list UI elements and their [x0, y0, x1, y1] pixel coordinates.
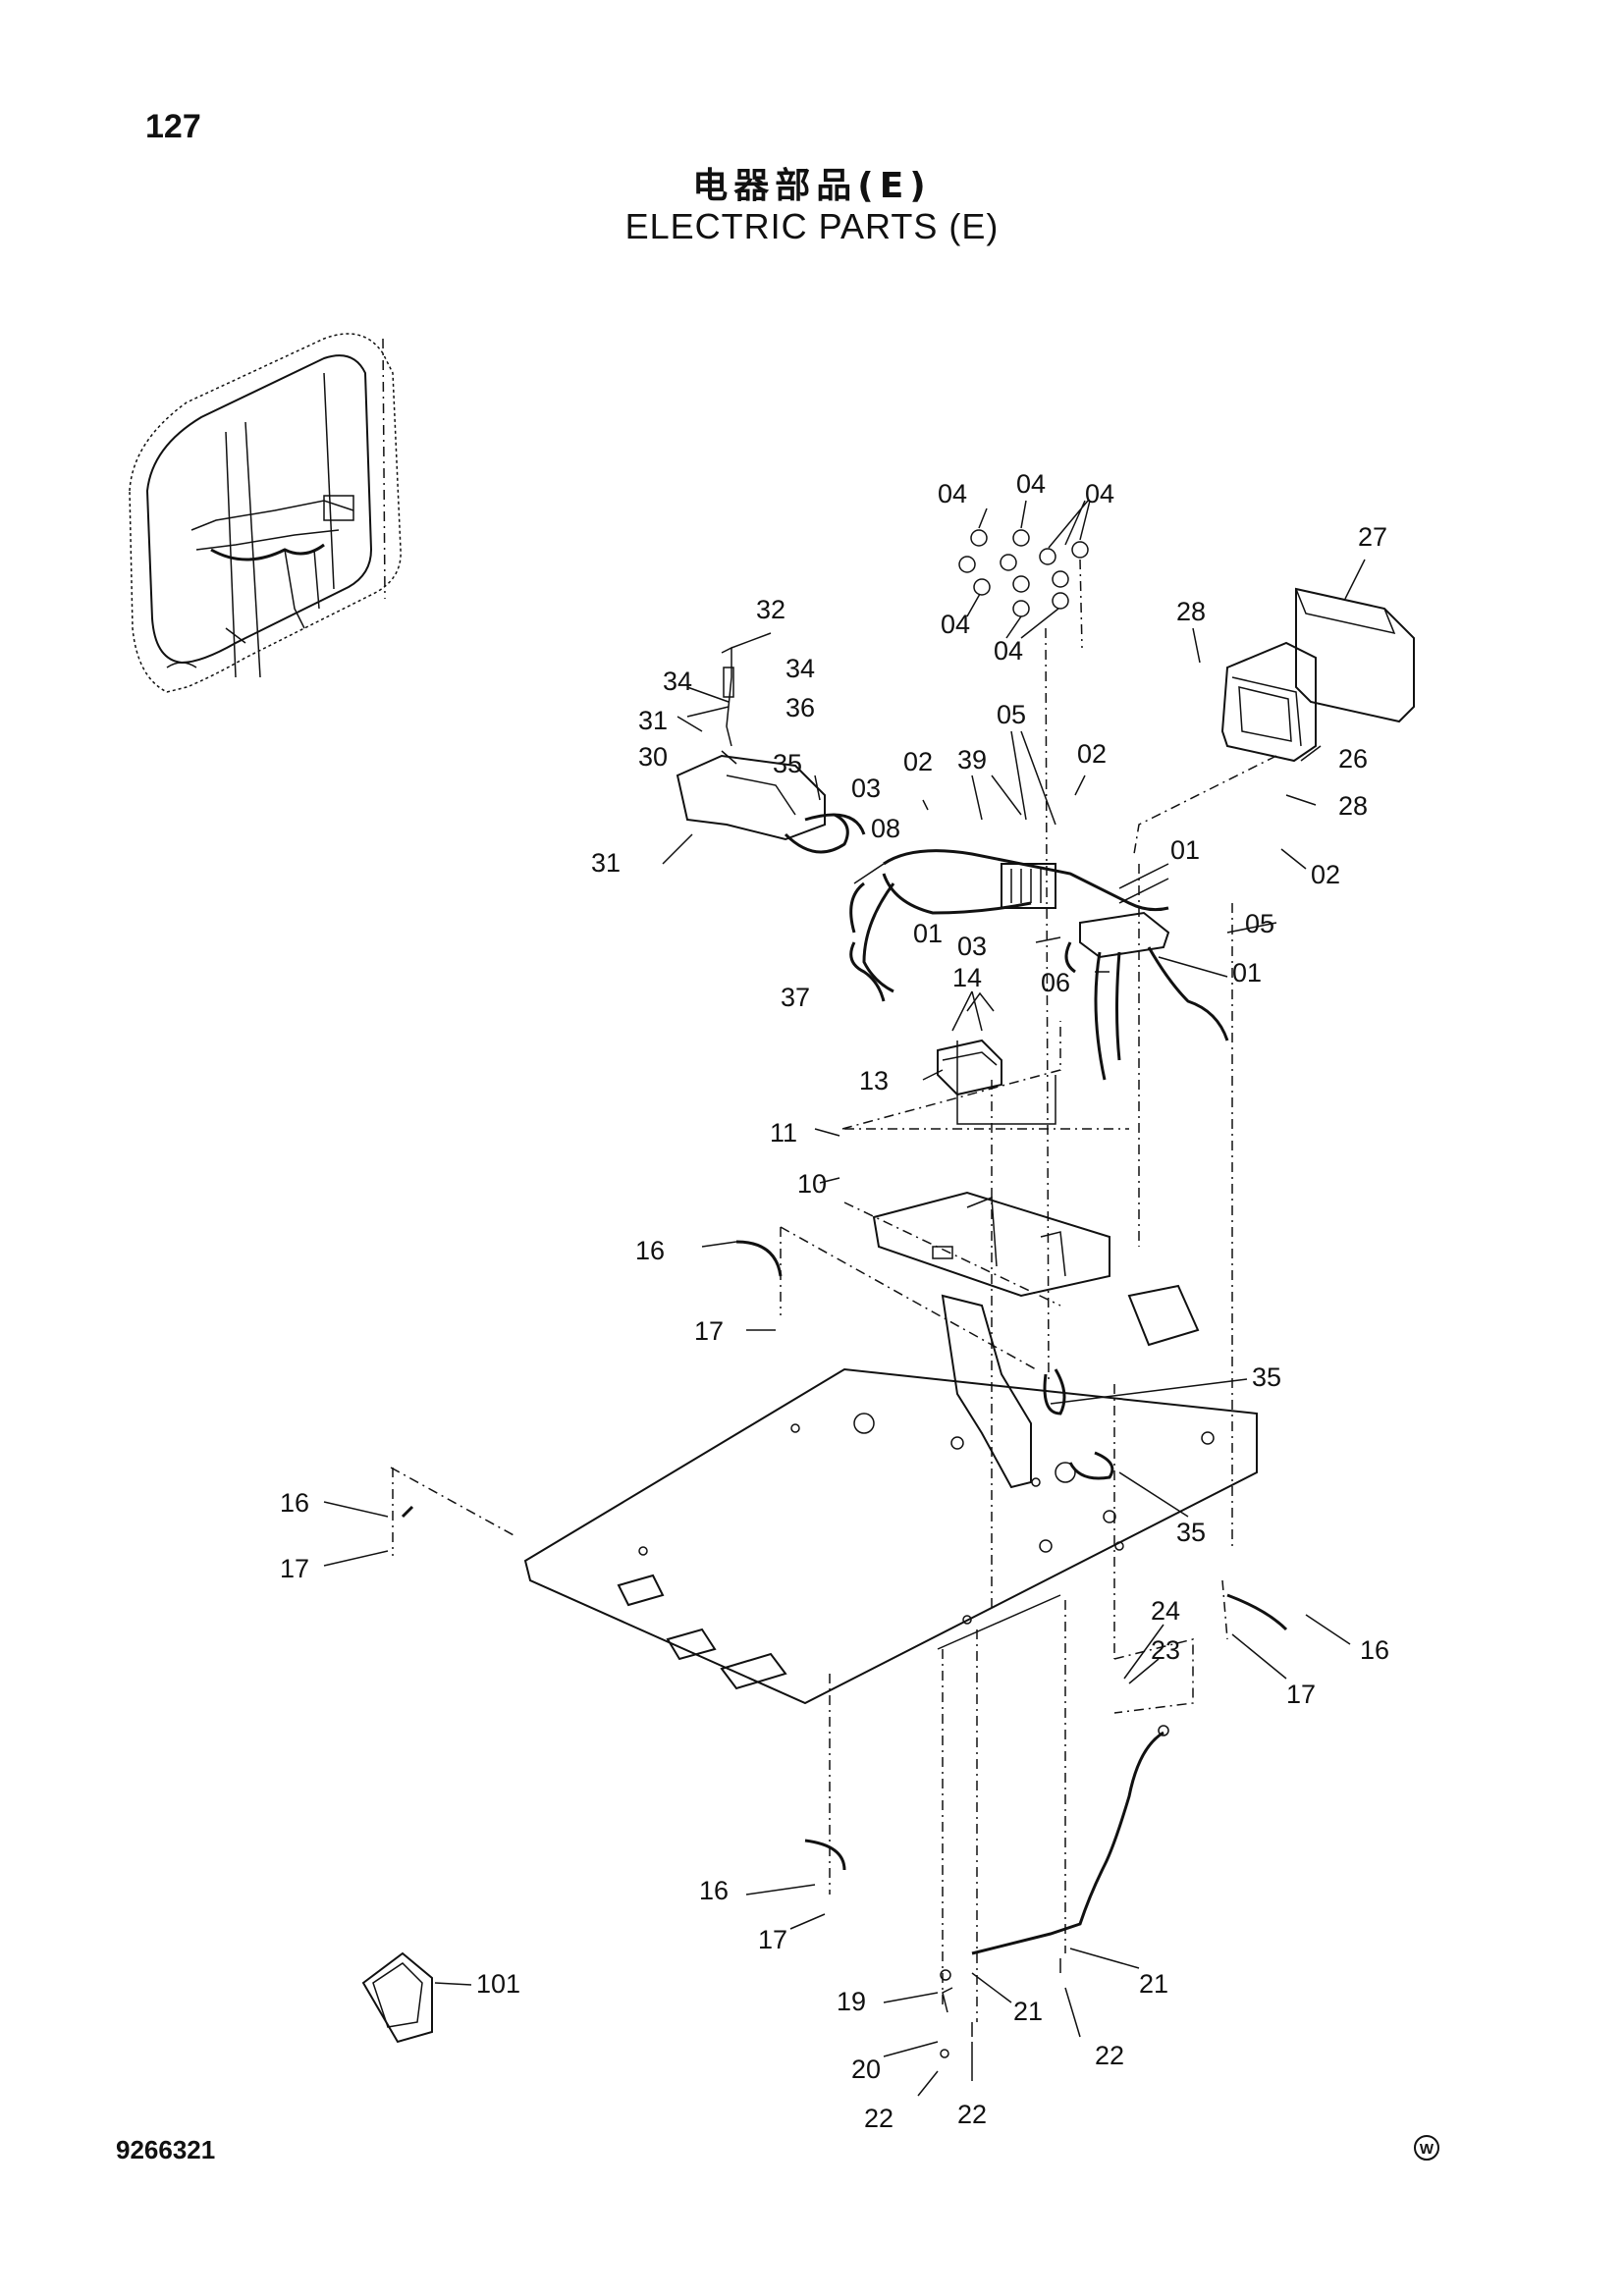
callout-16: 16 — [1360, 1635, 1389, 1665]
callout-16: 16 — [280, 1488, 309, 1518]
callout-21: 21 — [1139, 1969, 1168, 1999]
control-pad — [937, 991, 1056, 1125]
callout-17: 17 — [758, 1925, 787, 1954]
callout-04: 04 — [1016, 469, 1046, 499]
callout-19: 19 — [837, 1987, 866, 2016]
callout-22: 22 — [1095, 2041, 1124, 2070]
callout-10: 10 — [797, 1169, 827, 1199]
watermark-logo: W — [1412, 2133, 1441, 2163]
callout-17: 17 — [694, 1316, 724, 1346]
callout-31: 31 — [638, 706, 668, 735]
callout-22: 22 — [864, 2104, 893, 2133]
callout-02: 02 — [1077, 739, 1107, 769]
callout-28: 28 — [1338, 791, 1368, 821]
callout-36: 36 — [785, 693, 815, 722]
wiring-harness-assembly — [676, 529, 1415, 1551]
callout-27: 27 — [1358, 522, 1387, 552]
callout-13: 13 — [859, 1066, 889, 1095]
callout-05: 05 — [1245, 909, 1274, 938]
callout-34: 34 — [785, 654, 815, 683]
callout-01: 01 — [913, 919, 943, 948]
callout-32: 32 — [756, 595, 785, 624]
callout-35: 35 — [773, 749, 802, 778]
callout-28: 28 — [1176, 597, 1206, 626]
callout-34: 34 — [663, 667, 692, 696]
callout-26: 26 — [1338, 744, 1368, 774]
page-title-chinese: 电器部品(E) — [692, 166, 932, 206]
assembly-guide-lines — [390, 1021, 1288, 2022]
callout-24: 24 — [1151, 1596, 1180, 1626]
callout-01: 01 — [1232, 958, 1262, 988]
callout-22: 22 — [957, 2100, 987, 2129]
page-title-english: ELECTRIC PARTS (E) — [624, 206, 1000, 246]
svg-text:W: W — [1420, 2141, 1435, 2158]
callout-06: 06 — [1041, 968, 1070, 997]
callout-35: 35 — [1176, 1518, 1206, 1547]
callout-05: 05 — [997, 700, 1026, 729]
floor-plate — [523, 1367, 1258, 1705]
mounting-bracket — [676, 646, 866, 854]
document-number: 9266321 — [116, 2135, 216, 2164]
callout-03: 03 — [957, 932, 987, 961]
callout-04: 04 — [1085, 479, 1114, 508]
callout-23: 23 — [1151, 1635, 1180, 1665]
watermark-circle-icon: W — [1414, 2135, 1439, 2161]
ground-cable — [940, 1725, 1169, 2058]
callout-01: 01 — [1170, 835, 1200, 865]
relay-box — [1133, 587, 1415, 855]
manual-holder — [361, 1951, 433, 2044]
callout-16: 16 — [635, 1236, 665, 1265]
callout-37: 37 — [781, 983, 810, 1012]
cab-inset-illustration — [129, 333, 402, 693]
callout-labels: 04 04 04 04 04 27 28 32 34 34 36 31 30 3… — [280, 469, 1389, 2133]
callout-02: 02 — [903, 747, 933, 776]
relay-cluster — [958, 529, 1089, 1385]
main-harness — [849, 849, 1233, 1551]
callout-04: 04 — [994, 636, 1023, 666]
callout-02: 02 — [1311, 860, 1340, 889]
page-number: 127 — [145, 108, 201, 145]
callout-30: 30 — [638, 742, 668, 772]
callout-04: 04 — [938, 479, 967, 508]
callout-35: 35 — [1252, 1362, 1281, 1392]
callout-17: 17 — [1286, 1680, 1316, 1709]
callout-17: 17 — [280, 1554, 309, 1583]
callout-39: 39 — [957, 745, 987, 774]
callout-03: 03 — [851, 774, 881, 803]
leader-lines — [323, 500, 1366, 2097]
callout-11: 11 — [770, 1118, 797, 1148]
callout-20: 20 — [851, 2055, 881, 2084]
callout-08: 08 — [871, 814, 900, 843]
support-bracket — [872, 1191, 1200, 1489]
callout-16: 16 — [699, 1876, 729, 1905]
callout-101: 101 — [476, 1969, 520, 1999]
callout-04: 04 — [941, 610, 970, 639]
callout-14: 14 — [952, 963, 982, 992]
callout-31: 31 — [591, 848, 621, 878]
callout-21: 21 — [1013, 1997, 1043, 2026]
